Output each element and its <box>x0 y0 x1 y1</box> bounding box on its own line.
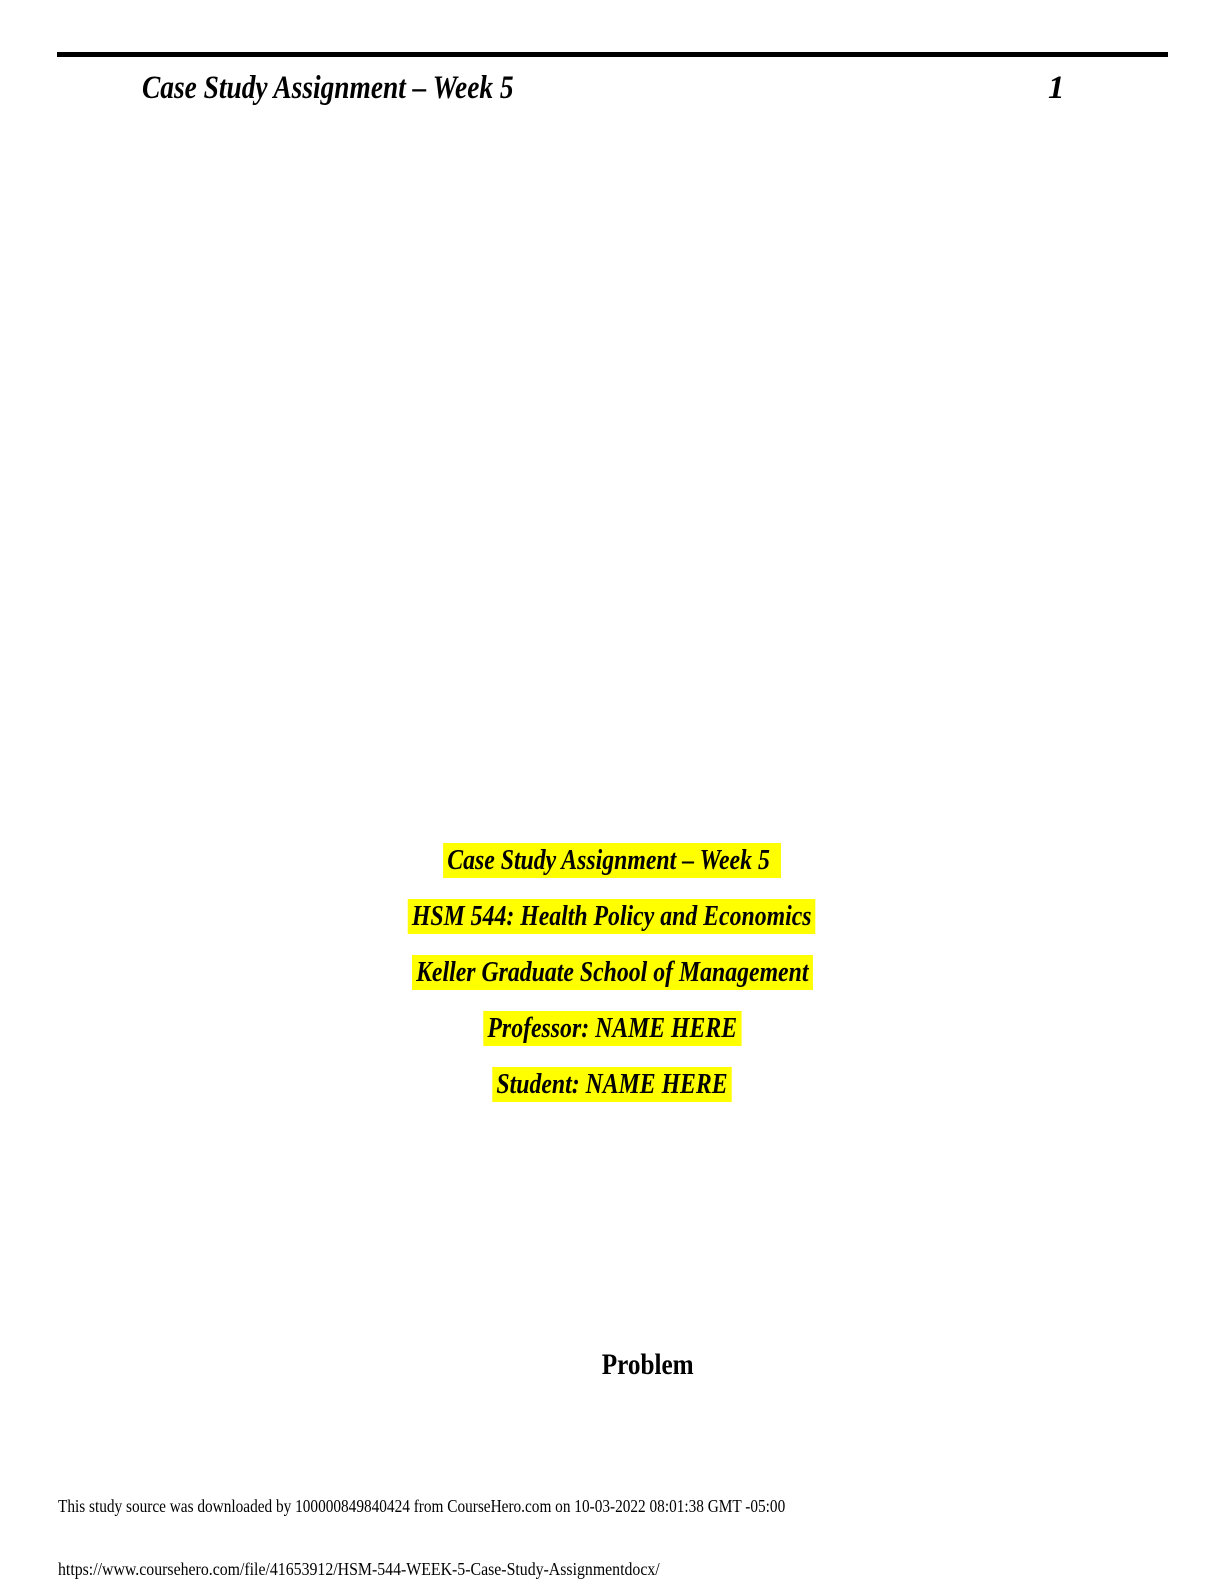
title-line-row: Student: NAME HERE <box>0 1067 1224 1123</box>
title-line-course: HSM 544: Health Policy and Economics <box>408 899 816 935</box>
section-heading-problem: Problem <box>602 1348 694 1381</box>
title-line-row: Case Study Assignment – Week 5 <box>0 843 1224 899</box>
title-line-row: Professor: NAME HERE <box>0 1011 1224 1067</box>
title-block: Case Study Assignment – Week 5 HSM 544: … <box>0 843 1224 1123</box>
title-line-assignment: Case Study Assignment – Week 5 <box>442 843 782 879</box>
download-attribution-note: This study source was downloaded by 1000… <box>58 1496 786 1516</box>
source-url-link[interactable]: https://www.coursehero.com/file/41653912… <box>58 1559 660 1579</box>
header-rule <box>57 52 1168 57</box>
title-line-row: Keller Graduate School of Management <box>0 955 1224 1011</box>
title-line-school: Keller Graduate School of Management <box>411 955 813 991</box>
title-line-row: HSM 544: Health Policy and Economics <box>0 899 1224 955</box>
title-line-student: Student: NAME HERE <box>492 1067 732 1103</box>
title-line-professor: Professor: NAME HERE <box>483 1011 741 1047</box>
page-number: 1 <box>1048 70 1065 106</box>
section-heading-row: Problem <box>0 1348 1224 1381</box>
running-header-title: Case Study Assignment – Week 5 <box>142 70 514 106</box>
